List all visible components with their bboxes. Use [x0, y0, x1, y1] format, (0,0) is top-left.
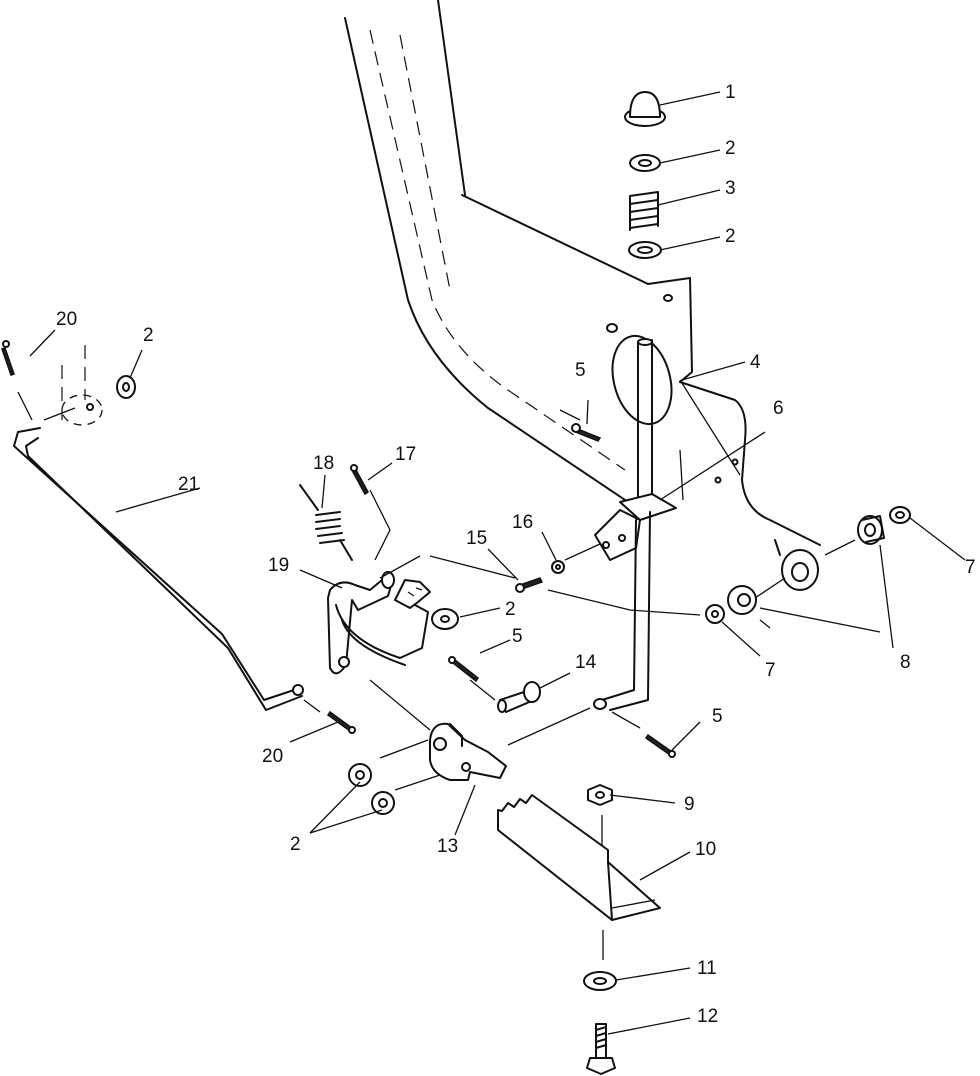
- callout-labels: 1 2 3 2 4 5 6 7 8 7 16 15 17 18 19 2 5 1…: [56, 82, 976, 1027]
- callout-label: 5: [712, 706, 723, 727]
- washer-part: [431, 608, 459, 630]
- cotter-pin-part: [350, 464, 369, 496]
- cotter-pin-part: [448, 656, 480, 683]
- cotter-pin-part: [644, 733, 676, 758]
- pedal-part: [497, 794, 661, 921]
- callout-label: 7: [965, 557, 976, 578]
- washer-part: [371, 791, 395, 815]
- callout-label: 10: [695, 839, 716, 860]
- callout-label: 17: [395, 444, 416, 465]
- washer-part: [116, 375, 136, 399]
- spring-part: [629, 191, 659, 231]
- spring-part: [299, 484, 353, 561]
- bushing-part: [727, 585, 757, 615]
- callout-label: 12: [697, 1006, 718, 1027]
- washer-part: [629, 154, 661, 172]
- washer-part: [628, 241, 662, 259]
- callout-label: 21: [178, 474, 199, 495]
- washer-part: [889, 506, 911, 524]
- clevis-pin-part: [497, 681, 541, 713]
- callout-label: 1: [725, 82, 736, 103]
- washer-part: [348, 763, 372, 787]
- cotter-pin-part: [571, 423, 602, 442]
- callout-label: 6: [773, 398, 784, 419]
- fender-panel: [344, 0, 821, 591]
- callout-label: 11: [697, 958, 717, 979]
- callout-label: 16: [512, 512, 533, 533]
- callout-label: 15: [466, 528, 487, 549]
- callout-label: 4: [750, 352, 761, 373]
- cap-part: [624, 91, 666, 127]
- pedal-bracket-part: [429, 722, 507, 781]
- callout-label: 2: [143, 325, 154, 346]
- leader-lines: [29, 91, 966, 1035]
- callout-label: 3: [725, 178, 736, 199]
- shift-lever: [593, 338, 739, 711]
- bolt-part: [515, 577, 544, 593]
- callout-label: 13: [437, 836, 458, 857]
- nut-part: [587, 784, 613, 806]
- brake-rod-part: [13, 427, 304, 711]
- callout-label: 19: [268, 555, 289, 576]
- callout-label: 18: [313, 453, 334, 474]
- callout-label: 2: [290, 834, 301, 855]
- washer-part: [705, 604, 725, 624]
- cotter-pin-part: [1, 340, 15, 376]
- brake-arm-part: [327, 571, 431, 675]
- nut-part: [551, 560, 565, 574]
- callout-label: 8: [900, 652, 911, 673]
- cotter-pin-part: [326, 710, 356, 734]
- callout-label: 2: [505, 599, 516, 620]
- washer-part: [583, 971, 617, 991]
- callout-label: 5: [575, 360, 586, 381]
- bolt-part: [586, 1023, 616, 1075]
- callout-label: 2: [725, 138, 736, 159]
- bushing-part: [857, 515, 885, 545]
- callout-label: 7: [765, 660, 776, 681]
- callout-label: 2: [725, 226, 736, 247]
- callout-label: 9: [684, 794, 695, 815]
- callout-label: 5: [512, 626, 523, 647]
- callout-label: 20: [56, 309, 77, 330]
- callout-label: 20: [262, 746, 283, 767]
- callout-label: 14: [575, 652, 597, 673]
